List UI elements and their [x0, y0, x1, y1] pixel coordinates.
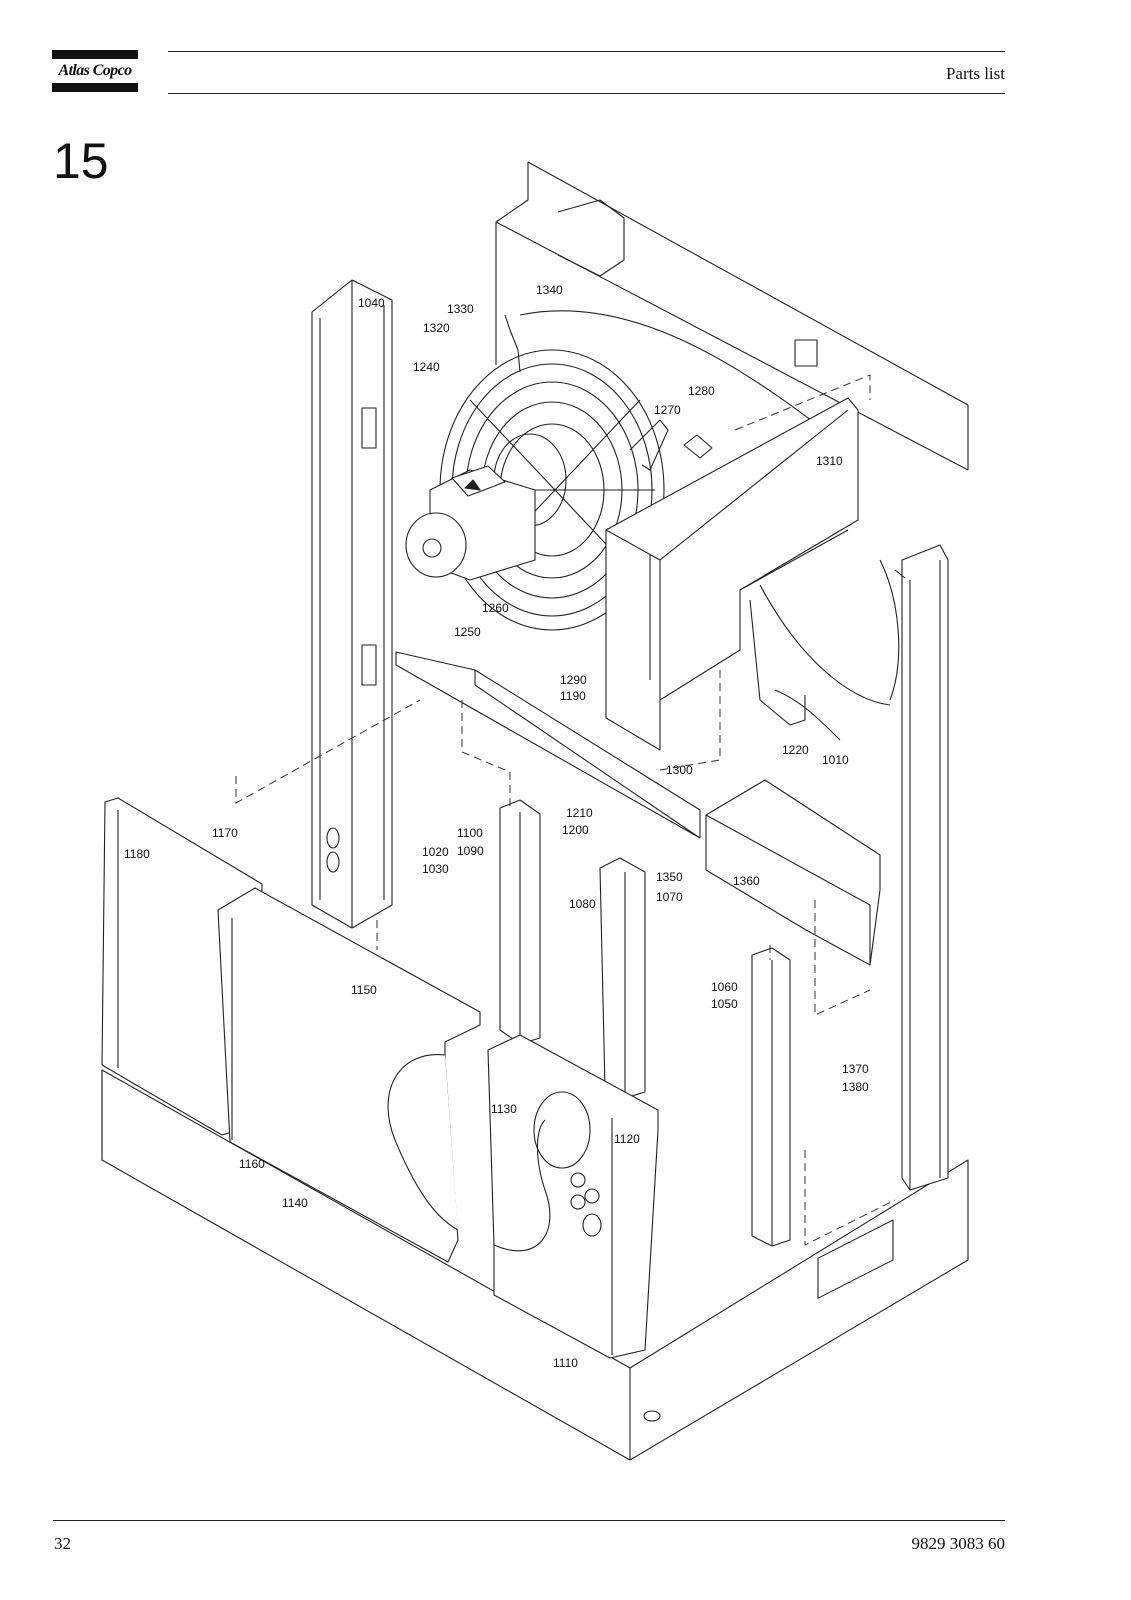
callout: 1330: [447, 302, 474, 316]
right-bracket-box: [705, 779, 881, 966]
callout: 1010: [822, 753, 849, 767]
callout-labels: 1340 1330 1320 1040 1240 1280 1270 1310 …: [124, 283, 869, 1370]
callout: 1380: [842, 1080, 869, 1094]
footer-rule: [53, 1520, 1005, 1521]
callout: 1140: [282, 1196, 308, 1210]
callout: 1020: [422, 845, 449, 859]
page-number: 32: [54, 1534, 71, 1553]
callout: 1030: [422, 862, 449, 876]
callout: 1100: [457, 826, 483, 840]
callout: 1120: [614, 1132, 640, 1146]
air-duct: [605, 397, 859, 751]
housing-panel: [495, 161, 969, 471]
left-side-panel: [101, 797, 263, 1136]
callout: 1240: [413, 360, 440, 374]
left-column: [311, 279, 393, 929]
atlas-copco-logo: Atlas Copco: [52, 50, 138, 92]
callout: 1260: [482, 601, 509, 615]
front-panel: [217, 887, 481, 1263]
callout: 1040: [358, 296, 385, 310]
callout: 1340: [536, 283, 563, 297]
front-right-panel: [487, 1034, 659, 1359]
callout: 1320: [423, 321, 450, 335]
base-frame: [101, 1069, 969, 1461]
callout: 1170: [212, 826, 238, 840]
callout: 1300: [666, 763, 693, 777]
callout: 1250: [454, 625, 481, 639]
section-title: Parts list: [945, 64, 1005, 83]
assembly-lines: [235, 374, 896, 1246]
callout: 1350: [656, 870, 683, 884]
callout: 1070: [656, 890, 683, 904]
callout: 1220: [782, 743, 809, 757]
figure-number: 15: [53, 133, 109, 189]
callout: 1280: [688, 384, 715, 398]
callout: 1310: [816, 454, 843, 468]
logo-bar-top: [52, 50, 138, 59]
callout: 1150: [351, 983, 377, 997]
callout: 1110: [553, 1356, 578, 1370]
vertical-posts: [499, 799, 791, 1247]
callout: 1370: [842, 1062, 869, 1076]
callout: 1210: [566, 806, 593, 820]
callout: 1130: [491, 1102, 517, 1116]
logo-wordmark: Atlas Copco: [58, 62, 133, 79]
callout: 1190: [560, 689, 586, 703]
callout: 1160: [239, 1157, 265, 1171]
callout: 1060: [711, 980, 738, 994]
fan-ring: [519, 310, 900, 741]
callout: 1290: [560, 673, 587, 687]
callout: 1080: [569, 897, 596, 911]
callout: 1360: [733, 874, 760, 888]
callout: 1200: [562, 823, 589, 837]
header-rule-bottom: [168, 93, 1005, 94]
right-column: [894, 544, 949, 1191]
document-number: 9829 3083 60: [911, 1534, 1006, 1553]
callout: 1050: [711, 997, 738, 1011]
logo-bar-bottom: [52, 83, 138, 92]
callout: 1090: [457, 844, 484, 858]
callout: 1270: [654, 403, 681, 417]
horizontal-bar: [395, 651, 701, 839]
header-rule-top: [168, 51, 1005, 52]
callout: 1180: [124, 847, 150, 861]
